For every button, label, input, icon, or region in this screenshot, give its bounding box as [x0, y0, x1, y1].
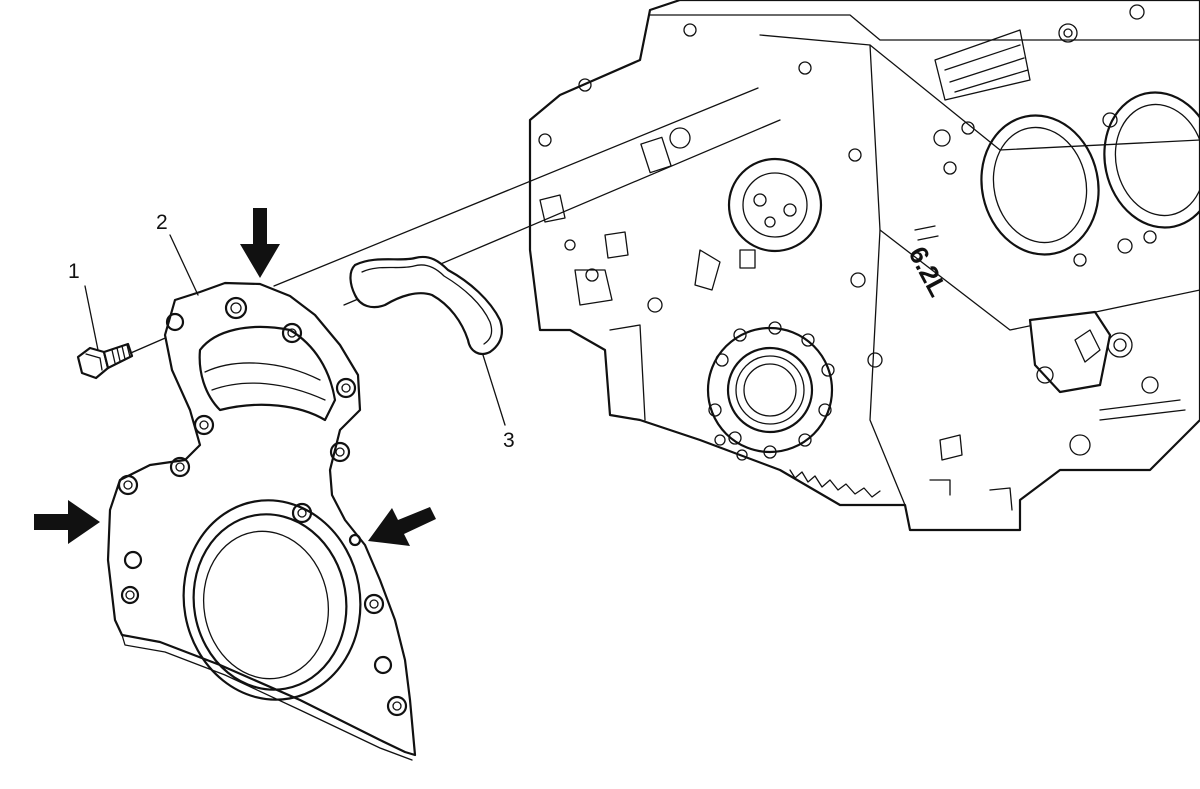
rear-cover: [106, 281, 417, 761]
cover-bolt: [76, 342, 134, 380]
arrow-down-icon: [240, 208, 280, 278]
callout-2: 2: [156, 211, 168, 234]
rear-cover-gasket: [349, 255, 504, 356]
leader-lines: [84, 234, 506, 426]
arrow-right-icon: [34, 500, 100, 544]
callout-1: 1: [68, 260, 80, 283]
callout-3: 3: [503, 429, 515, 452]
indicator-arrows: [34, 208, 436, 546]
callout-labels: 1 2 3: [68, 211, 515, 452]
arrow-down-left-icon: [368, 507, 436, 546]
engine-block: 6.2L: [528, 0, 1200, 532]
